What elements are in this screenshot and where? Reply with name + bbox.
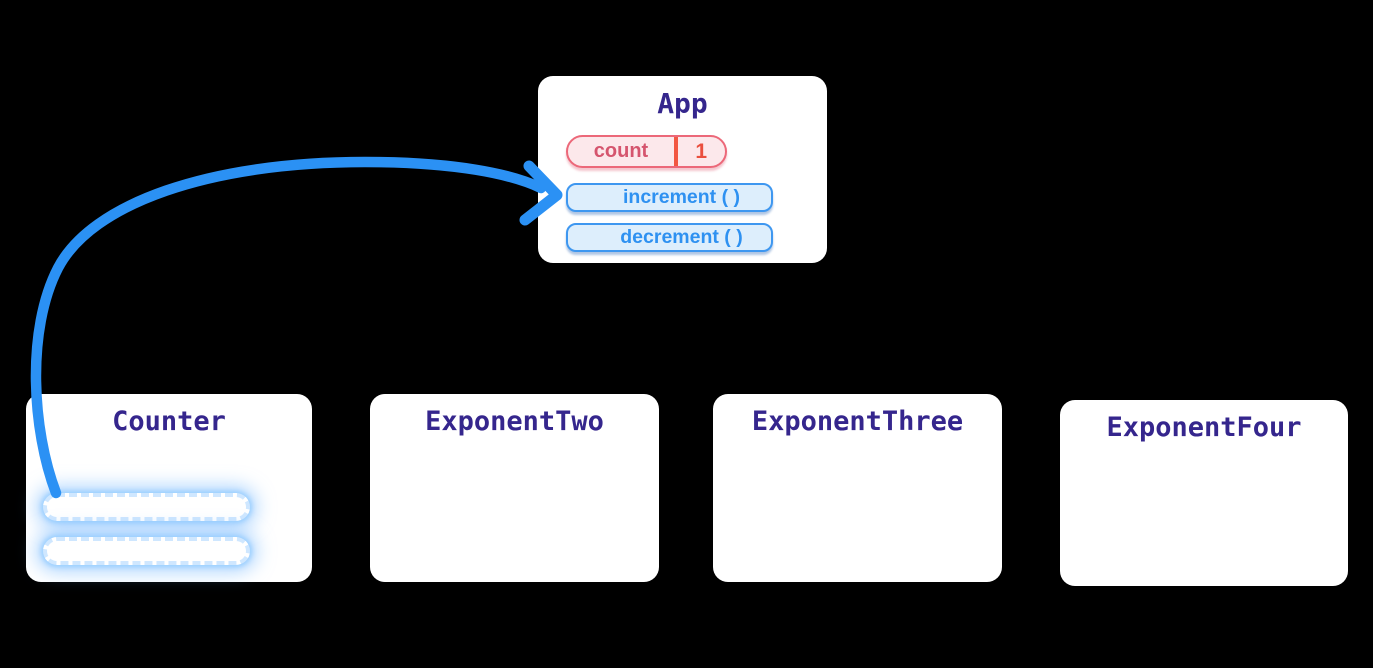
exponent-four-card-title: ExponentFour [1106, 412, 1302, 443]
counter-ghost-pill-1 [43, 493, 250, 521]
counter-ghost-pill-2 [43, 537, 250, 565]
state-pill-divider [674, 137, 678, 166]
counter-card-title: Counter [112, 406, 226, 437]
app-component-card: App count 1 increment ( ) decrement ( ) [538, 76, 827, 263]
increment-method-pill[interactable]: increment ( ) [566, 183, 773, 212]
increment-method-label: increment ( ) [622, 186, 741, 208]
exponent-two-card-title: ExponentTwo [425, 406, 604, 437]
count-state-pill: count 1 [566, 135, 727, 168]
decrement-method-label: decrement ( ) [620, 226, 743, 248]
exponent-two-component-card: ExponentTwo [370, 394, 659, 582]
app-card-title: App [657, 87, 708, 120]
decrement-method-pill[interactable]: decrement ( ) [566, 223, 773, 252]
state-name-label: count [593, 140, 649, 162]
state-value-label: 1 [695, 139, 708, 163]
exponent-four-component-card: ExponentFour [1060, 400, 1348, 586]
exponent-three-card-title: ExponentThree [751, 406, 964, 437]
exponent-three-component-card: ExponentThree [713, 394, 1002, 582]
counter-component-card: Counter [26, 394, 312, 582]
